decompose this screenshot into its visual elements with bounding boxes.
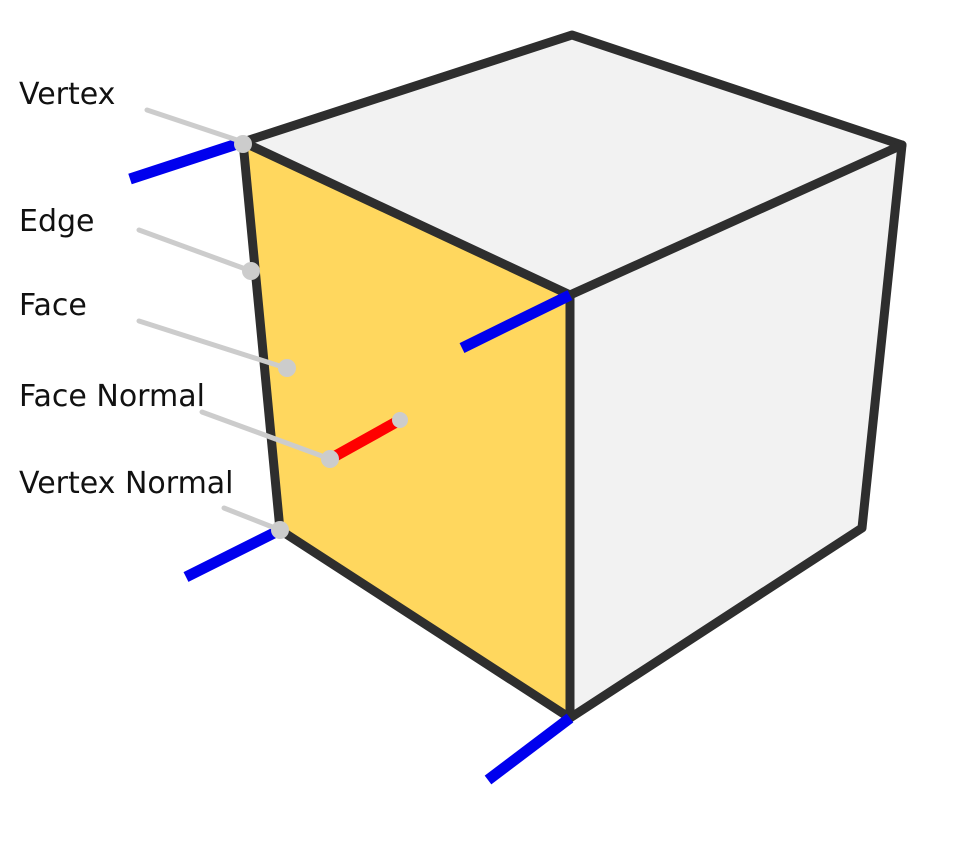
label-edge: Edge [19,204,95,239]
vertex-normal-top-left [128,136,245,185]
label-face: Face [19,288,87,323]
label-vertex: Vertex [19,77,115,112]
face-normal-base-dot [321,450,339,468]
leader-vertex-normal [221,505,283,533]
leader-edge [136,227,254,274]
vertex-normals [128,136,574,785]
vertex-normal-dot [271,521,289,539]
vertex-dot [234,135,252,153]
vertex-normal-center [459,290,573,353]
leader-face [136,318,289,371]
leader-lines [136,107,333,533]
top-face [243,35,902,295]
edge-dot [242,262,260,280]
face-normal-tip-dot [392,412,408,428]
vertex-normal-bottom-left [183,525,283,582]
label-face-normal: Face Normal [19,379,205,414]
face-dot [278,359,296,377]
label-vertex-normal: Vertex Normal [19,466,234,501]
right-face [570,145,902,718]
marker-dots [234,135,408,539]
leader-vertex [144,107,246,145]
face-normal-arrow [327,415,403,464]
vertex-normal-bottom [484,713,574,785]
front-face [243,142,570,718]
leader-face-normal [199,409,333,462]
